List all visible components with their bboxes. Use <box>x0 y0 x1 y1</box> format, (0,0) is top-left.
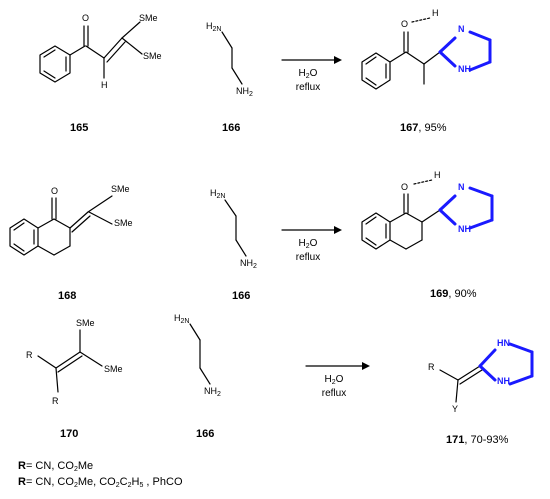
atom-nh-169: NH <box>458 224 471 234</box>
compound-169-structure <box>361 179 441 250</box>
atom-sme-165-top: SMe <box>139 13 158 23</box>
atom-oxygen-169: O <box>401 182 409 192</box>
atom-h-169: H <box>434 170 441 180</box>
atom-h2n-166-row3: H2N <box>174 313 190 325</box>
compound-171-structure <box>439 365 483 403</box>
atom-nh2-166-row3: NH2 <box>204 386 221 398</box>
arrow-head-3 <box>362 362 370 370</box>
compound-168-structure <box>9 195 113 256</box>
arrow-head-1 <box>334 56 342 64</box>
label-170: 170 <box>60 428 79 440</box>
compound-170-structure <box>37 329 103 393</box>
label-171: 171, 70-93% <box>446 434 509 446</box>
imidazolidine-ring-169 <box>438 186 494 230</box>
conditions-row1: H2O reflux <box>295 68 321 93</box>
footnote-r-groups-1: R= CN, CO2Me <box>18 460 94 473</box>
label-165: 165 <box>70 122 89 134</box>
label-169: 169, 90% <box>430 288 477 300</box>
atom-h-167: H <box>432 8 439 18</box>
compound-166-structure-row2 <box>224 199 247 257</box>
compound-165-structure <box>39 21 143 83</box>
label-167: 167, 95% <box>400 122 447 134</box>
atom-nh-167: NH <box>458 64 471 74</box>
label-168: 168 <box>58 290 77 302</box>
label-166-row1: 166 <box>222 122 241 134</box>
atom-oxygen-167: O <box>401 19 409 29</box>
atom-oxygen-165: O <box>82 13 90 23</box>
atom-h2n-166-row2: H2N <box>210 188 226 200</box>
compound-166-structure-row3 <box>189 323 211 385</box>
imidazolidine-ring-171 <box>478 342 534 386</box>
atom-sme-170-top: SMe <box>76 318 95 328</box>
footnote-r-groups-2: R= CN, CO2Me, CO2C2H5 , PhCO <box>18 476 183 489</box>
atom-sme-165-bottom: SMe <box>143 51 162 61</box>
compound-166-structure-row1 <box>221 31 243 85</box>
atom-nh-171: NH <box>497 376 510 386</box>
atom-y-171: Y <box>452 404 459 414</box>
atom-n-169: N <box>458 182 465 192</box>
conditions-row3: H2O reflux <box>321 374 347 399</box>
arrow-head-2 <box>334 226 342 234</box>
atom-h-165: H <box>101 80 108 90</box>
conditions-row2: H2O reflux <box>295 238 321 263</box>
atom-nh2-166-row1: NH2 <box>236 86 253 98</box>
atom-hn-171: HN <box>497 338 510 348</box>
label-166-row3: 166 <box>196 428 215 440</box>
label-166-row2: 166 <box>232 290 251 302</box>
atom-oxygen-168: O <box>51 186 59 196</box>
atom-h2n-166-row1: H2N <box>206 21 222 33</box>
atom-nh2-166-row2: NH2 <box>240 258 257 270</box>
compound-167-structure <box>361 17 441 90</box>
atom-sme-170-bottom: SMe <box>104 364 123 374</box>
imidazolidine-ring-167 <box>438 30 492 72</box>
atom-sme-168-bottom: SMe <box>114 218 133 228</box>
atom-n-167: N <box>458 24 465 34</box>
atom-r-170-top: R <box>26 350 33 360</box>
atom-r-170-bottom: R <box>52 396 59 406</box>
atom-sme-168-top: SMe <box>111 184 130 194</box>
atom-r-171: R <box>428 362 435 372</box>
